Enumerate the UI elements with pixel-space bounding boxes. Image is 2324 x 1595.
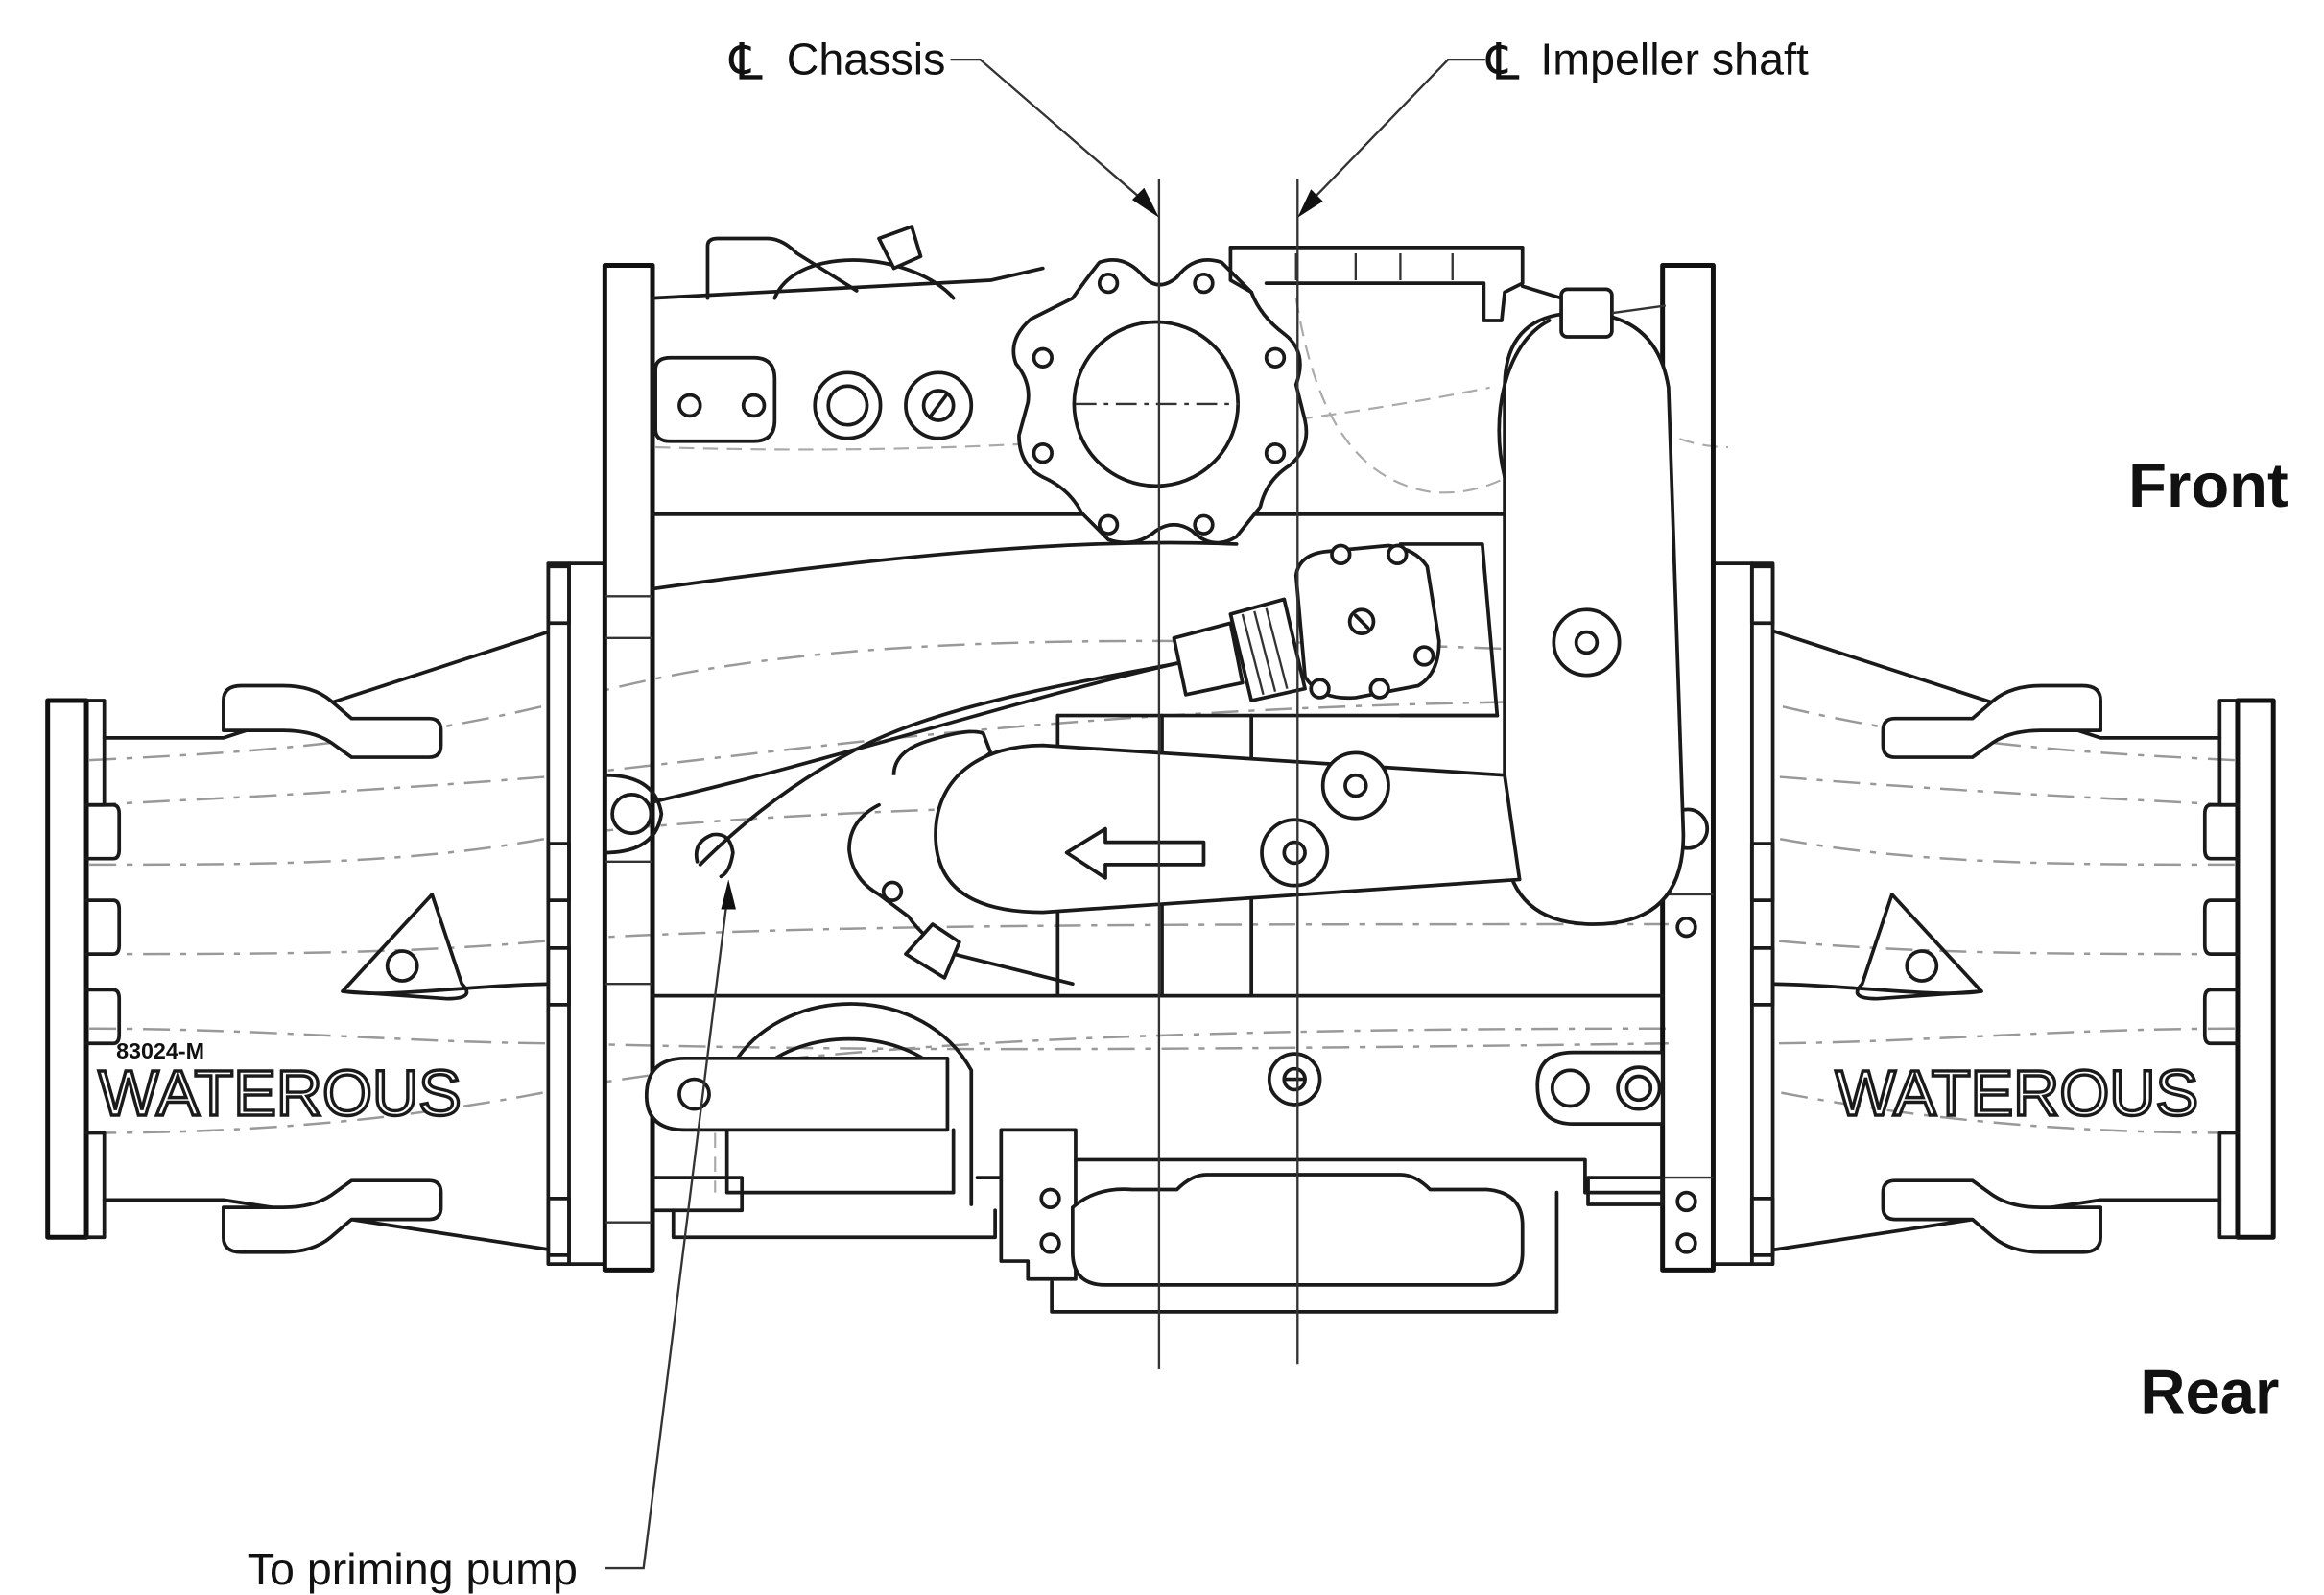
waterous-logo-left: WATEROUS	[98, 1059, 461, 1130]
waterous-logo-right: WATEROUS	[1836, 1059, 2198, 1130]
part-number-stamp: 83024-M	[116, 1038, 204, 1063]
impeller-leader	[1297, 58, 1485, 218]
left-arrow-icon	[1064, 826, 1206, 880]
impeller-shaft-label: Impeller shaft	[1540, 35, 1809, 84]
right-suction-inlet	[1756, 624, 2276, 1254]
lower-pump-body	[644, 1002, 1665, 1314]
upper-pump-body	[651, 225, 1686, 926]
centerline-symbol-icon: ℄	[728, 34, 763, 90]
chassis-label: Chassis	[787, 35, 946, 84]
centerline-symbol-icon: ℄	[1484, 34, 1519, 90]
centerline-chassis-label: ℄ Chassis	[728, 34, 946, 90]
rear-label: Rear	[2140, 1356, 2279, 1426]
left-suction-inlet	[45, 624, 568, 1254]
centerline-impeller-label: ℄ Impeller shaft	[1484, 34, 1808, 90]
left-mounting-plates	[546, 262, 664, 1273]
front-label: Front	[2128, 450, 2288, 520]
priming-pump-label: To priming pump	[248, 1544, 578, 1594]
priming-leader	[605, 879, 736, 1570]
chassis-leader	[950, 58, 1159, 218]
middle-pump-body	[651, 540, 1665, 998]
centerlines	[1075, 179, 1299, 1369]
